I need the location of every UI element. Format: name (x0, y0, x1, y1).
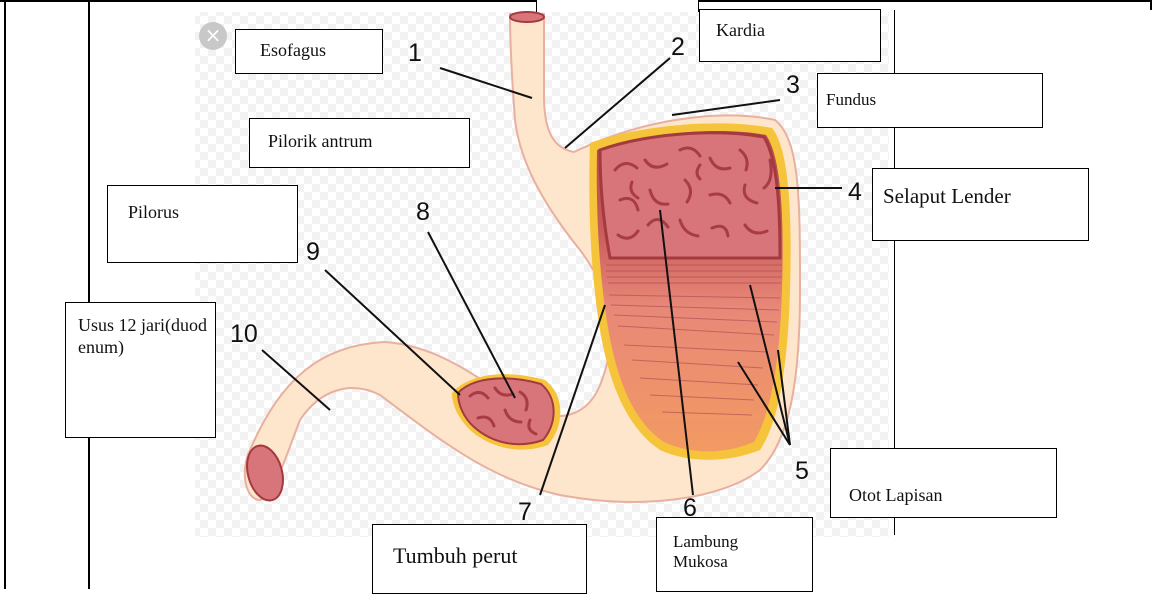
label-box-lambung-mukosa[interactable]: Lambung Mukosa (656, 517, 813, 592)
esophagus-opening (510, 12, 544, 22)
callout-number-3: 3 (786, 73, 800, 98)
callout-number-4: 4 (848, 180, 862, 205)
callout-number-5: 5 (795, 459, 809, 484)
label-box-selaput-lender[interactable]: Selaput Lender (872, 168, 1089, 241)
label-box-otot-lapisan[interactable]: Otot Lapisan (830, 448, 1057, 518)
callout-number-10: 10 (230, 322, 258, 347)
close-icon[interactable]: × (199, 22, 227, 50)
callout-number-1: 1 (408, 41, 422, 66)
callout-number-9: 9 (306, 240, 320, 265)
callout-number-7: 7 (518, 500, 532, 525)
label-box-esofagus[interactable]: Esofagus (235, 29, 383, 74)
label-box-pilorus[interactable]: Pilorus (107, 185, 298, 263)
label-box-kardia[interactable]: Kardia (699, 9, 881, 62)
label-box-fundus[interactable]: Fundus (817, 73, 1043, 128)
callout-number-2: 2 (671, 35, 685, 60)
callout-number-8: 8 (416, 200, 430, 225)
label-box-tumbuh-perut[interactable]: Tumbuh perut (372, 524, 587, 594)
label-box-usus-12-jari[interactable]: Usus 12 jari(duodenum) (65, 302, 216, 438)
label-box-pilorik-antrum[interactable]: Pilorik antrum (249, 118, 470, 168)
